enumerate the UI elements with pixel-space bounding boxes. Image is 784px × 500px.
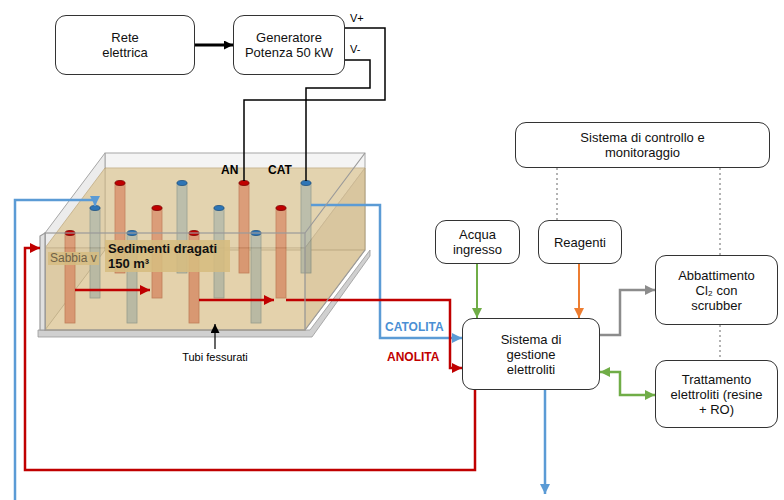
catholyte-pipe [311, 204, 370, 207]
node-text: Sistema di controllo e monitoraggio [558, 130, 728, 160]
node-text: Rete elettrica [90, 30, 160, 60]
anode-lead [243, 148, 245, 181]
sediment [45, 168, 365, 330]
tank-frame [40, 153, 365, 330]
node-text: Reagenti [545, 235, 615, 250]
edge-label: CATOLITA [384, 320, 445, 334]
node-text: Trattamento elettroliti (resine + RO) [667, 372, 767, 417]
tube-cap [90, 206, 100, 211]
electrode-label: AN [221, 164, 238, 177]
tube-cap [214, 206, 224, 211]
tank-side-edge [305, 153, 365, 330]
edge-label: ANOLITA [386, 350, 440, 364]
input-box: Acqua ingresso [435, 220, 520, 264]
tube-cap [177, 181, 187, 186]
tube-cap [115, 181, 125, 186]
control-link [556, 168, 558, 220]
control-link [719, 325, 721, 360]
tank-front-edge [45, 233, 305, 330]
anolyte-line [370, 300, 462, 368]
reagent-arrow [578, 264, 580, 318]
node-text: Sedimenti dragati 150 m³ [105, 240, 230, 272]
anolyte-return [25, 248, 475, 470]
node-text: Abbattimento Cl₂ con scrubber [673, 268, 761, 313]
source-box: Rete elettrica [55, 15, 195, 75]
terminal-label: V+ [350, 12, 364, 25]
leader-line [214, 324, 215, 349]
catholyte-in-pipe [15, 200, 95, 500]
anolyte-flow [75, 289, 150, 292]
electrode-label: CAT [268, 164, 292, 177]
scrubber-box: Abbattimento Cl₂ con scrubber [655, 255, 778, 325]
tank-front-panel [40, 233, 45, 330]
tube-caps [65, 181, 311, 236]
anolyte-flow [199, 299, 274, 302]
water-arrow [476, 264, 478, 318]
sediment-tank: Sedimenti dragati 150 m³ [40, 148, 370, 333]
generator-box: Generatore Potenza 50 kW [233, 15, 345, 75]
treatment-arrow [600, 372, 655, 395]
tube-cap [152, 206, 162, 211]
reagent-box: Reagenti [538, 220, 622, 264]
power-arrow [195, 44, 233, 47]
gas-arrow [600, 290, 655, 335]
catholyte-out-pipe [544, 390, 547, 494]
treatment-box: Trattamento elettroliti (resine + RO) [655, 360, 778, 428]
node-text: Generatore Potenza 50 kW [241, 30, 337, 60]
terminal-label: V- [350, 43, 360, 56]
process-box: Sistema di gestione elettroliti [462, 318, 600, 390]
node-text: Acqua ingresso [443, 227, 513, 257]
tube-cap [239, 181, 249, 186]
node-text: Sistema di gestione elettroliti [481, 332, 581, 377]
cathode-lead [305, 148, 307, 181]
tube-cap [276, 206, 286, 211]
material-label: Sabbia v [48, 252, 99, 265]
callout-label: Tubi fessurati [175, 351, 255, 364]
control-box: Sistema di controllo e monitoraggio [515, 122, 770, 168]
tube-cap [301, 181, 311, 186]
control-link [719, 168, 721, 255]
